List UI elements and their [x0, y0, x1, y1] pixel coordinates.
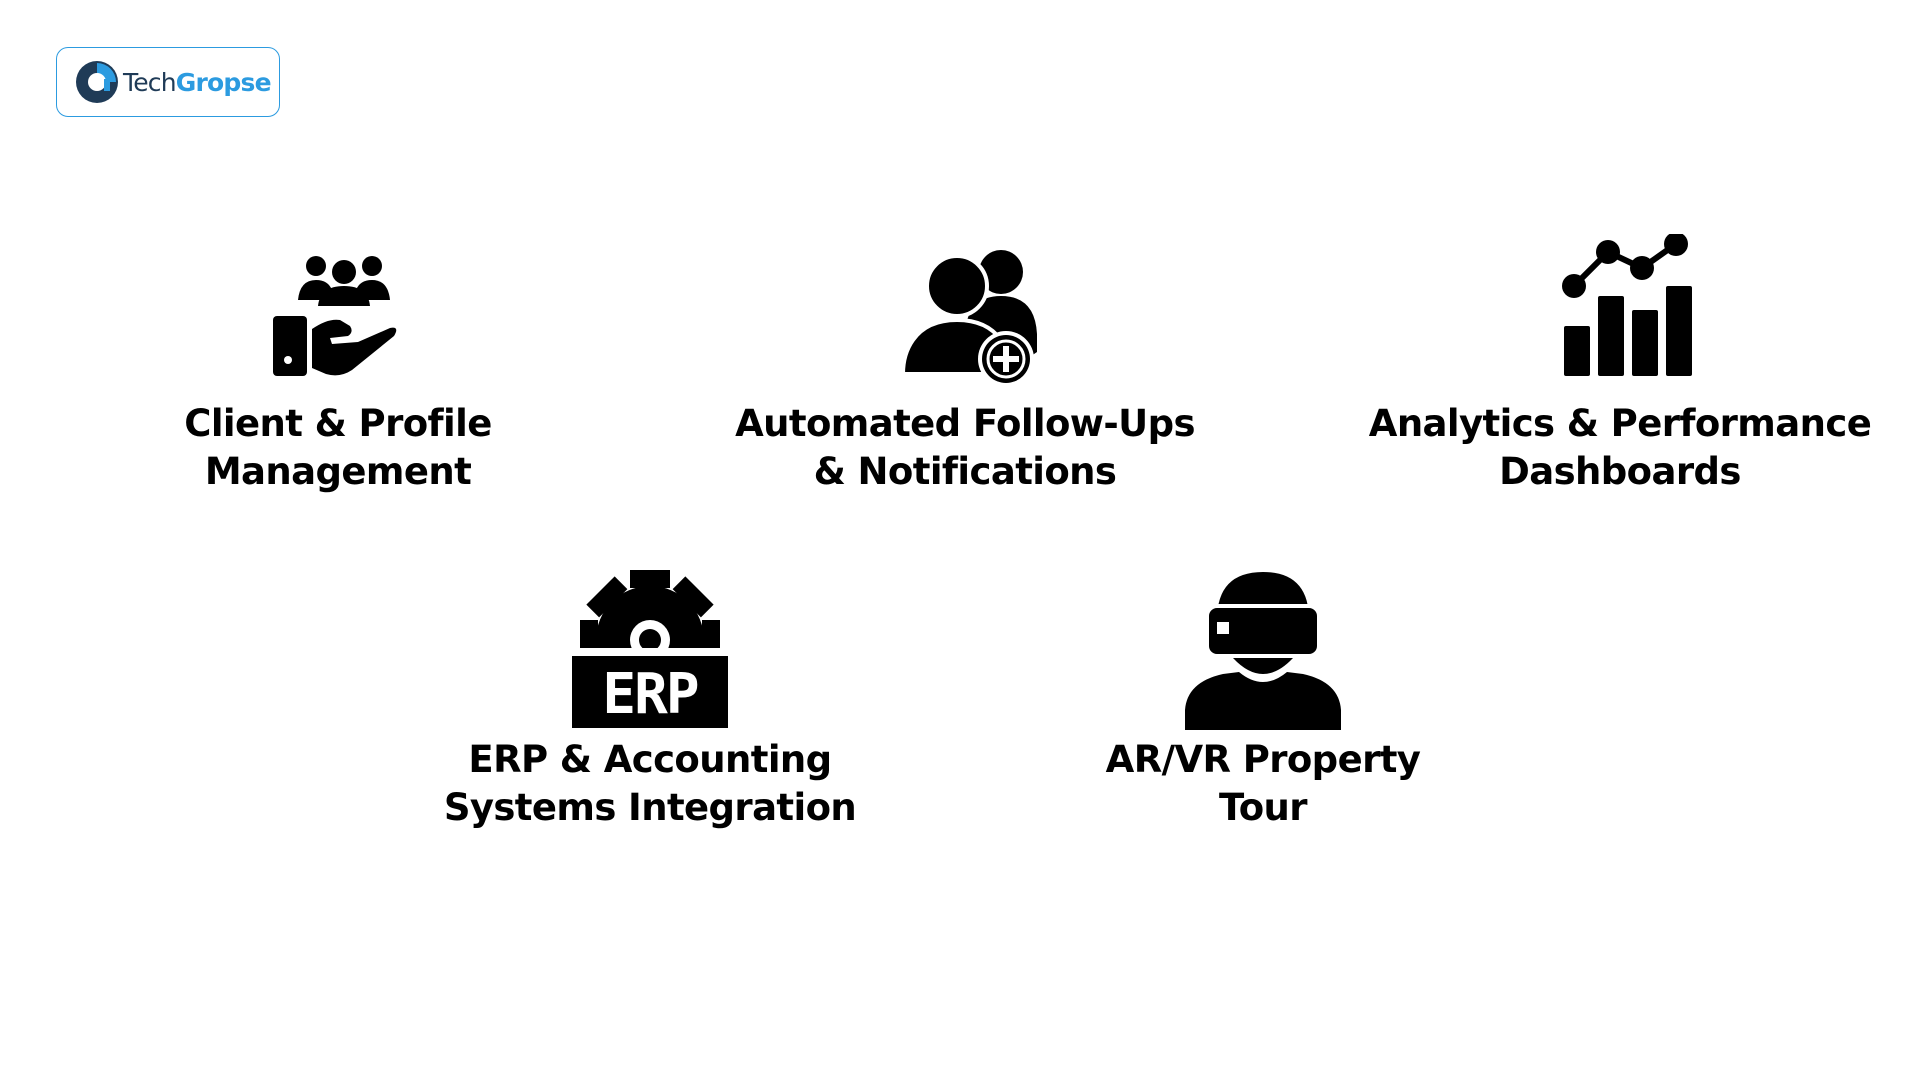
erp-gear-icon: ERP: [570, 570, 730, 730]
feature-label-line: Management: [204, 450, 472, 493]
feature-erp: ERP ERP & Accounting Systems Integration: [350, 570, 950, 832]
feature-arvr-label: AR/VR Property Tour: [1106, 736, 1421, 832]
feature-erp-label: ERP & Accounting Systems Integration: [443, 736, 857, 832]
vr-headset-user-icon: [1185, 572, 1341, 730]
brand-logo[interactable]: TechGropse: [56, 47, 280, 117]
brand-name: TechGropse: [123, 67, 272, 97]
g-logo-icon: [76, 61, 118, 103]
bar-line-chart-icon: [1562, 234, 1692, 376]
feature-client-profile: Client & Profile Management: [38, 234, 638, 496]
feature-label-line: Client & Profile: [184, 402, 492, 445]
brand-name-part1: Tech: [123, 67, 177, 97]
feature-label-line: ERP & Accounting: [468, 738, 832, 781]
feature-label-line: Dashboards: [1499, 450, 1741, 493]
feature-label-line: Tour: [1219, 786, 1308, 829]
erp-icon-text: ERP: [602, 662, 697, 727]
feature-label-line: Systems Integration: [443, 786, 857, 829]
feature-analytics-label: Analytics & Performance Dashboards: [1368, 400, 1872, 496]
feature-label-line: Automated Follow-Ups: [735, 402, 1195, 445]
brand-name-part2: Gropse: [175, 67, 272, 97]
feature-label-line: Analytics & Performance: [1368, 402, 1872, 445]
feature-follow-ups: Automated Follow-Ups & Notifications: [665, 234, 1265, 496]
hand-holding-people-icon: [273, 256, 397, 376]
feature-label-line: & Notifications: [813, 450, 1117, 493]
feature-client-profile-label: Client & Profile Management: [184, 400, 492, 496]
feature-analytics: Analytics & Performance Dashboards: [1320, 234, 1920, 496]
feature-label-line: AR/VR Property: [1105, 738, 1421, 781]
feature-follow-ups-label: Automated Follow-Ups & Notifications: [735, 400, 1195, 496]
users-add-icon: [900, 250, 1037, 387]
feature-arvr: AR/VR Property Tour: [963, 570, 1563, 832]
